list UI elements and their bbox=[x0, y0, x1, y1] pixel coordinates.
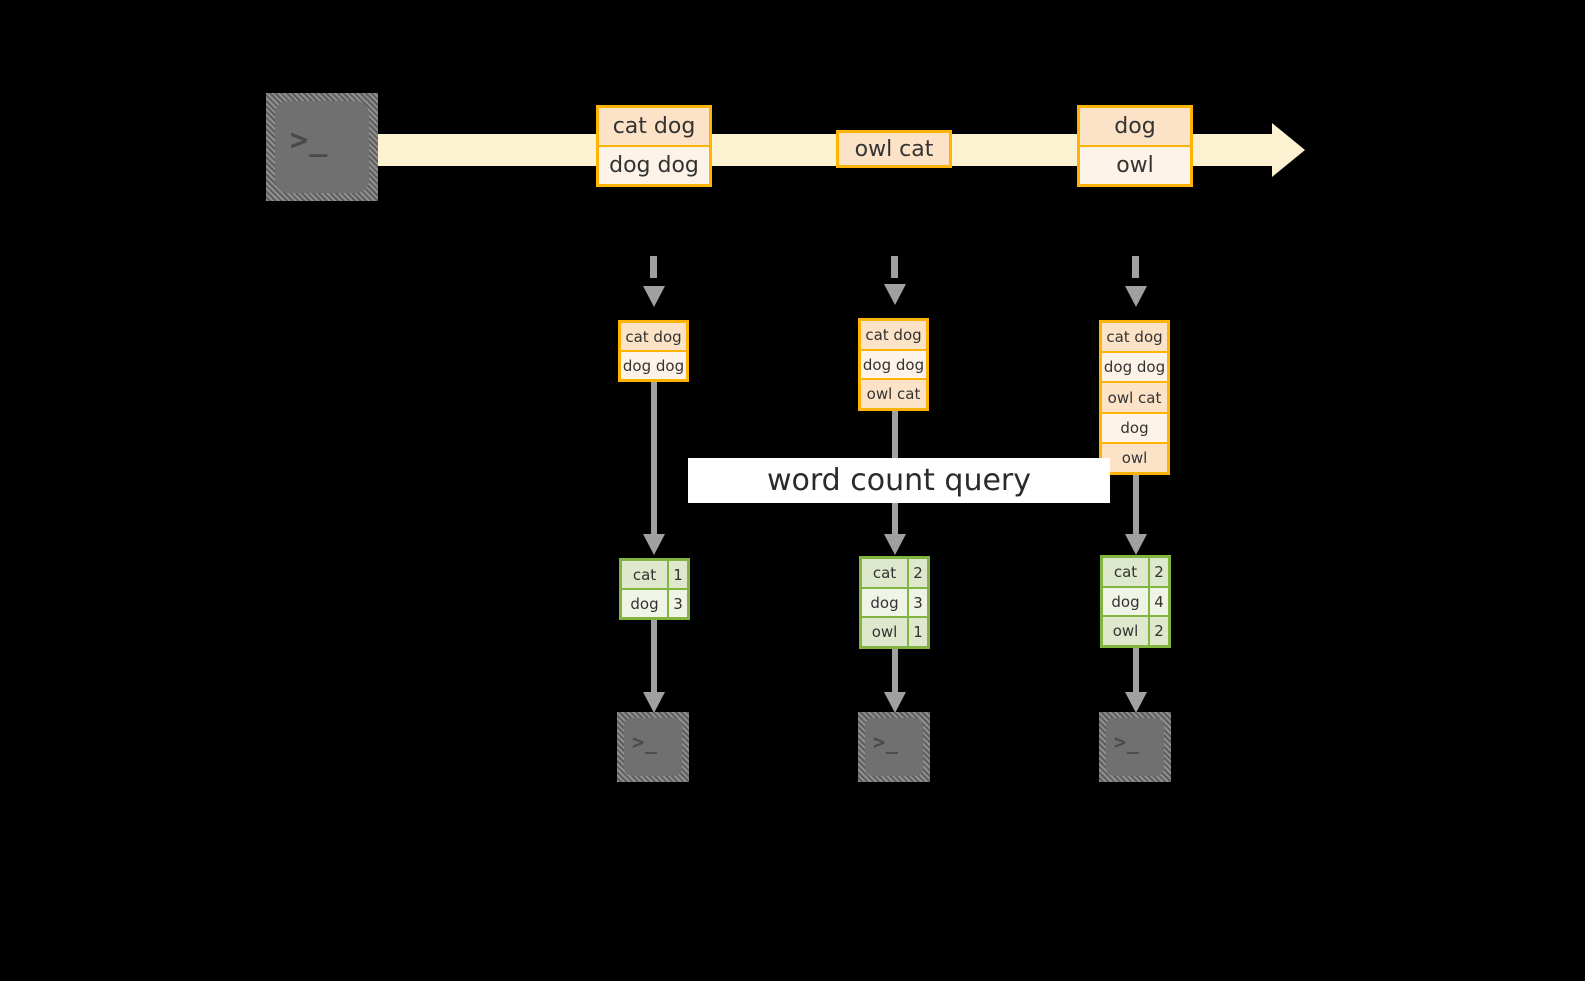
snapshot-input-line: cat dog bbox=[621, 323, 686, 350]
count-word: cat bbox=[1103, 558, 1148, 586]
count-row: owl 1 bbox=[862, 618, 927, 647]
snapshot-1-input-box[interactable]: cat dog dog dog bbox=[618, 320, 689, 382]
connector-stream-to-snapshot-2 bbox=[884, 256, 906, 322]
snapshot-1-count-table[interactable]: cat 1 dog 3 bbox=[619, 558, 690, 620]
count-value: 4 bbox=[1150, 587, 1168, 616]
count-word: cat bbox=[862, 559, 907, 587]
snapshot-input-line: dog dog bbox=[621, 352, 686, 379]
connector-snapshot-1-counts-to-consumer bbox=[643, 620, 665, 716]
snapshot-input-line: owl cat bbox=[1102, 383, 1167, 412]
count-value: 1 bbox=[909, 618, 927, 647]
stream-arrow-head bbox=[1272, 123, 1305, 177]
snapshot-3-input-box[interactable]: cat dog dog dog owl cat dog owl bbox=[1099, 320, 1170, 475]
count-word: owl bbox=[862, 618, 907, 647]
snapshot-input-line: cat dog bbox=[861, 321, 926, 349]
count-row: owl 2 bbox=[1103, 617, 1168, 646]
producer-terminal-prompt: >_ bbox=[290, 123, 329, 158]
count-row: dog 4 bbox=[1103, 587, 1168, 616]
count-value: 2 bbox=[909, 559, 927, 587]
stream-message-line: owl cat bbox=[839, 133, 949, 165]
count-row: cat 1 bbox=[622, 561, 687, 588]
count-value: 3 bbox=[669, 590, 687, 617]
stream-message-line: dog dog bbox=[599, 147, 709, 184]
snapshot-input-line: dog dog bbox=[1102, 353, 1167, 382]
word-count-query-text: word count query bbox=[766, 463, 1032, 498]
count-word: dog bbox=[622, 590, 667, 617]
snapshot-2-input-box[interactable]: cat dog dog dog owl cat bbox=[858, 318, 929, 411]
snapshot-input-line: owl bbox=[1102, 443, 1167, 473]
snapshot-1-consumer-terminal-icon[interactable]: >_ bbox=[617, 712, 689, 782]
snapshot-input-line: owl cat bbox=[861, 380, 926, 409]
count-word: cat bbox=[622, 561, 667, 588]
snapshot-input-line: dog dog bbox=[861, 350, 926, 379]
count-value: 2 bbox=[1150, 617, 1168, 646]
snapshot-3-consumer-terminal-icon[interactable]: >_ bbox=[1099, 712, 1171, 782]
count-row: cat 2 bbox=[862, 559, 927, 587]
count-value: 2 bbox=[1150, 558, 1168, 586]
snapshot-2-consumer-terminal-icon[interactable]: >_ bbox=[858, 712, 930, 782]
count-word: dog bbox=[1103, 587, 1148, 616]
count-row: cat 2 bbox=[1103, 558, 1168, 586]
snapshot-input-line: dog bbox=[1102, 413, 1167, 442]
count-value: 3 bbox=[909, 588, 927, 617]
connector-stream-to-snapshot-3 bbox=[1125, 256, 1147, 322]
consumer-terminal-screen bbox=[865, 718, 923, 776]
consumer-terminal-prompt: >_ bbox=[632, 730, 658, 754]
connector-snapshot-2-counts-to-consumer bbox=[884, 649, 906, 716]
connector-snapshot-3-input-to-counts bbox=[1125, 475, 1147, 558]
connector-snapshot-1-input-to-counts bbox=[643, 382, 665, 558]
connector-snapshot-3-counts-to-consumer bbox=[1125, 648, 1147, 716]
count-word: dog bbox=[862, 588, 907, 617]
snapshot-3-count-table[interactable]: cat 2 dog 4 owl 2 bbox=[1100, 555, 1171, 648]
count-word: owl bbox=[1103, 617, 1148, 646]
stream-message-line: dog bbox=[1080, 108, 1190, 145]
snapshot-2-count-table[interactable]: cat 2 dog 3 owl 1 bbox=[859, 556, 930, 649]
snapshot-input-line: cat dog bbox=[1102, 323, 1167, 352]
consumer-terminal-screen bbox=[624, 718, 682, 776]
connector-stream-to-snapshot-1 bbox=[643, 256, 665, 322]
stream-message-line: cat dog bbox=[599, 108, 709, 145]
consumer-terminal-prompt: >_ bbox=[873, 730, 899, 754]
stream-message-1[interactable]: cat dog dog dog bbox=[596, 105, 712, 187]
stream-message-line: owl bbox=[1080, 147, 1190, 184]
consumer-terminal-prompt: >_ bbox=[1114, 730, 1140, 754]
producer-terminal-screen bbox=[275, 101, 369, 193]
word-count-query-label: word count query bbox=[688, 458, 1110, 503]
count-row: dog 3 bbox=[622, 590, 687, 617]
stream-message-2[interactable]: owl cat bbox=[836, 130, 952, 168]
count-value: 1 bbox=[669, 561, 687, 588]
stream-message-3[interactable]: dog owl bbox=[1077, 105, 1193, 187]
consumer-terminal-screen bbox=[1106, 718, 1164, 776]
count-row: dog 3 bbox=[862, 588, 927, 617]
producer-terminal-icon[interactable]: >_ bbox=[266, 93, 378, 201]
